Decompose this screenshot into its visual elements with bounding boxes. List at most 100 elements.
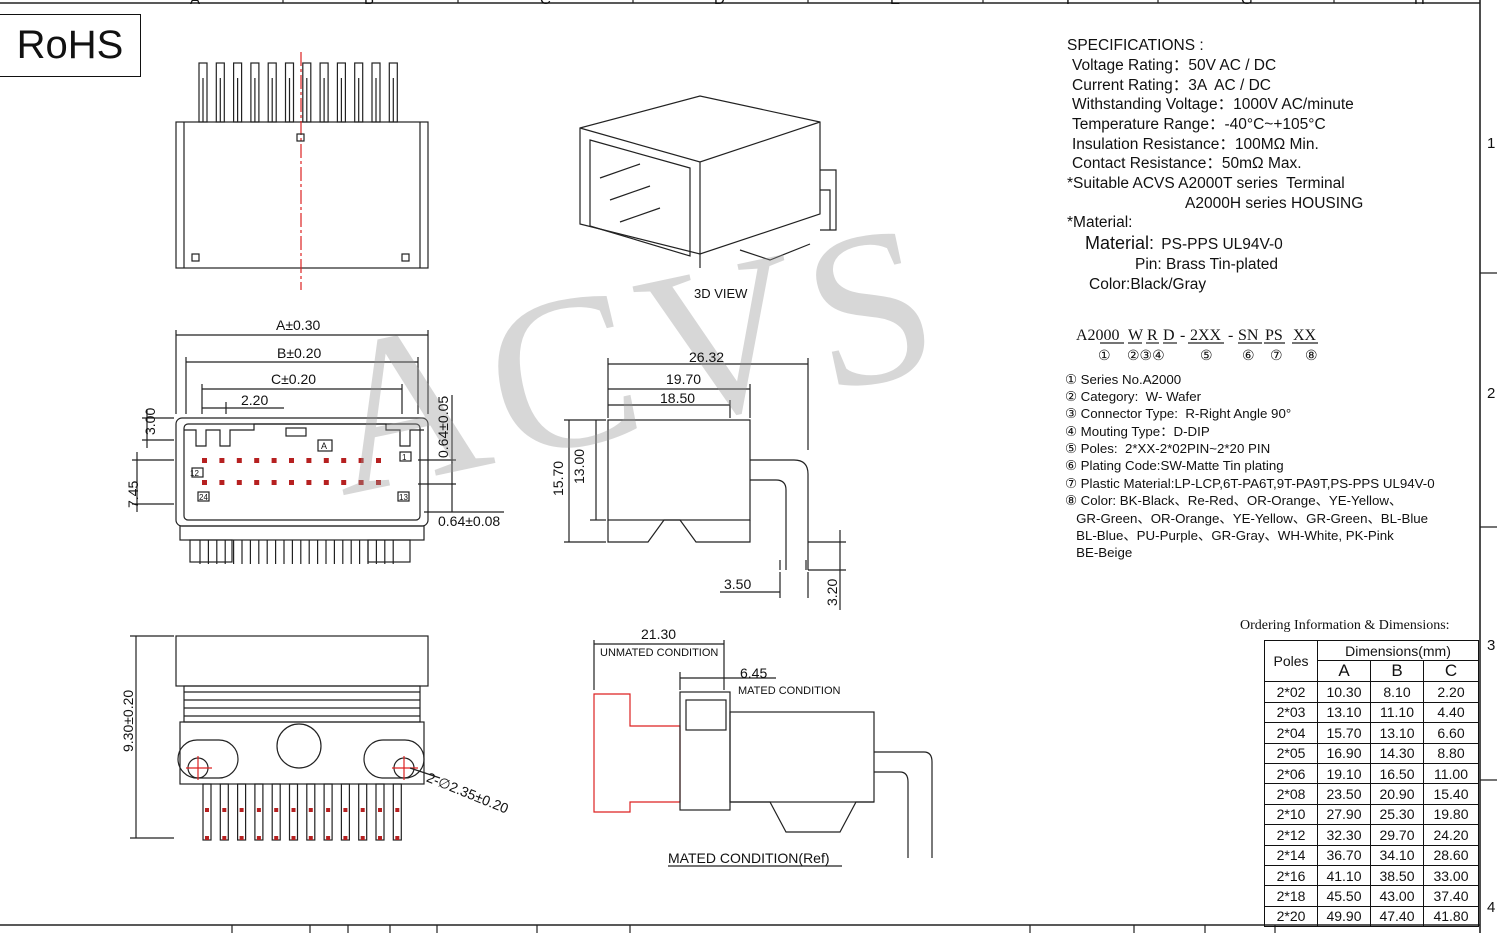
pin-mark: [341, 458, 347, 463]
spec-line: Withstanding Voltage：1000V AC/minute: [1072, 96, 1354, 113]
table-cell: 2*20: [1264, 905, 1318, 928]
dim-930: 9.30±0.20: [120, 689, 136, 752]
pin-mark: [323, 480, 329, 485]
spec-title: SPECIFICATIONS :: [1067, 37, 1204, 54]
table-cell: 8.80: [1423, 742, 1479, 764]
pin-mark: [274, 836, 279, 840]
pin-13-label: 13: [399, 493, 408, 502]
code-line: ④ Mouting Type：D-DIP: [1065, 424, 1210, 439]
material-label: Material:: [1085, 233, 1155, 253]
table-cell: 20.90: [1370, 783, 1424, 805]
dim-1570: 15.70: [550, 460, 566, 496]
pin-mark: [343, 836, 348, 840]
code-line: ① Series No.A2000: [1065, 372, 1182, 387]
pin-mark: [271, 458, 277, 463]
table-cell: 2*04: [1264, 722, 1318, 744]
table-cell: 34.10: [1370, 844, 1424, 866]
part-seg: A2000: [1076, 327, 1120, 344]
part-seg: R: [1147, 327, 1158, 344]
pin-mark: [360, 836, 365, 840]
pin-mark: [289, 480, 294, 485]
row-1: 1: [1487, 135, 1496, 152]
pin-mark: [323, 458, 329, 463]
table-cell: 47.40: [1370, 905, 1424, 928]
polarity-mark: A: [321, 441, 328, 451]
dim-1970: 19.70: [666, 371, 702, 387]
part-seg: -: [1180, 327, 1186, 344]
unmated-label: UNMATED CONDITION: [600, 647, 719, 659]
part-marker: ⑥: [1242, 347, 1255, 363]
table-cell: 49.90: [1317, 905, 1371, 928]
part-seg: -: [1228, 327, 1234, 344]
pin-mark: [378, 808, 382, 812]
table-cell: 27.90: [1317, 803, 1371, 826]
table-cell: 33.00: [1423, 864, 1479, 887]
table-cell: 41.80: [1423, 905, 1479, 928]
table-cell: 13.10: [1317, 701, 1371, 724]
pin-12-label: 12: [190, 469, 199, 478]
table-cell: 45.50: [1317, 885, 1371, 907]
material-pin: Pin: Brass Tin-plated: [1135, 256, 1279, 273]
pin-mark: [326, 808, 331, 812]
table-cell: 2.20: [1423, 681, 1479, 703]
table-cell: 2*02: [1264, 681, 1318, 703]
table-cell: 41.10: [1317, 864, 1371, 887]
code-line: ⑧ Color: BK-Black、Re-Red、OR-Orange、YE-Ye…: [1065, 493, 1403, 508]
dim-220: 2.20: [241, 392, 269, 408]
material-color: Color:Black/Gray: [1089, 276, 1207, 293]
pin-mark: [274, 808, 279, 812]
dim-c: C±0.20: [271, 371, 317, 387]
dimensions-header: Dimensions(mm): [1317, 639, 1479, 662]
col-e: E: [890, 0, 900, 7]
col-h: H: [1414, 0, 1425, 7]
pin-mark: [271, 480, 277, 485]
code-line: ⑤ Poles: 2*XX-2*02PIN~2*20 PIN: [1065, 441, 1271, 456]
table-cell: 2*03: [1264, 701, 1318, 724]
spec-line: Contact Resistance：50mΩ Max.: [1072, 155, 1302, 172]
table-cell: 19.10: [1317, 762, 1371, 785]
table-cell: 14.30: [1370, 742, 1424, 764]
col-c: C: [540, 0, 551, 7]
dim-350: 3.50: [724, 576, 752, 592]
pin-mark: [376, 480, 381, 485]
part-marker: ⑦: [1270, 347, 1283, 363]
table-cell: 23.50: [1317, 783, 1371, 805]
pin-mark: [256, 836, 261, 840]
pin-mark: [205, 808, 209, 812]
poles-header: Poles: [1264, 639, 1318, 683]
pin-mark: [254, 480, 260, 485]
col-d: D: [714, 0, 725, 7]
code-line: ② Category: W- Wafer: [1065, 389, 1202, 404]
3d-view-label: 3D VIEW: [694, 286, 748, 301]
pin-mark: [236, 480, 242, 485]
dim-b: B±0.20: [277, 345, 322, 361]
row-4: 4: [1487, 899, 1496, 916]
pin-mark: [376, 458, 381, 463]
col-g: G: [1241, 0, 1253, 7]
code-line: BE-Beige: [1065, 545, 1133, 560]
col-b: B: [364, 0, 374, 7]
table-cell: 25.30: [1370, 803, 1424, 826]
dim-a: A±0.30: [276, 317, 321, 333]
pin-mark: [254, 458, 260, 463]
table-cell: 11.00: [1423, 762, 1479, 785]
top-view: [175, 52, 429, 290]
pin-mark: [202, 458, 207, 463]
pin-mark: [222, 836, 227, 840]
pin-mark: [289, 458, 294, 463]
col-header-a: A: [1317, 660, 1371, 683]
code-line: ⑦ Plastic Material:LP-LCP,6T-PA6T,9T-PA9…: [1065, 476, 1435, 491]
table-cell: 28.60: [1423, 844, 1479, 866]
ordering-title: Ordering Information & Dimensions:: [1240, 618, 1450, 633]
3d-view: [579, 95, 837, 268]
dim-300: 3.00: [142, 407, 158, 435]
side-view: [564, 358, 846, 610]
rohs-badge: RoHS: [0, 14, 141, 77]
